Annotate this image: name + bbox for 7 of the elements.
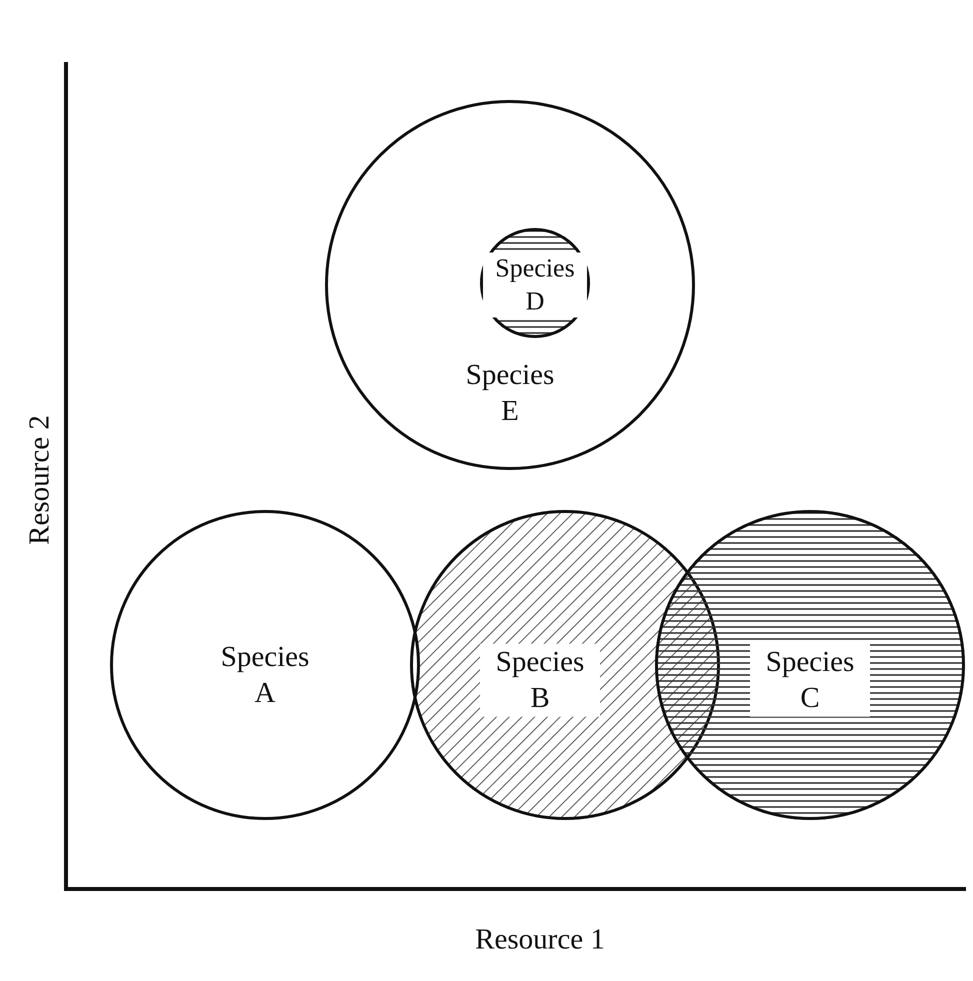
axis-label: Resource 1 (475, 924, 605, 956)
species-label: Species D (483, 252, 587, 318)
species-label: Species A (220, 640, 310, 711)
species-label: Species C (750, 644, 870, 716)
species-label: Species E (464, 358, 556, 429)
species-label: Species B (480, 644, 600, 716)
axis-label: Resource 2 (24, 415, 56, 545)
